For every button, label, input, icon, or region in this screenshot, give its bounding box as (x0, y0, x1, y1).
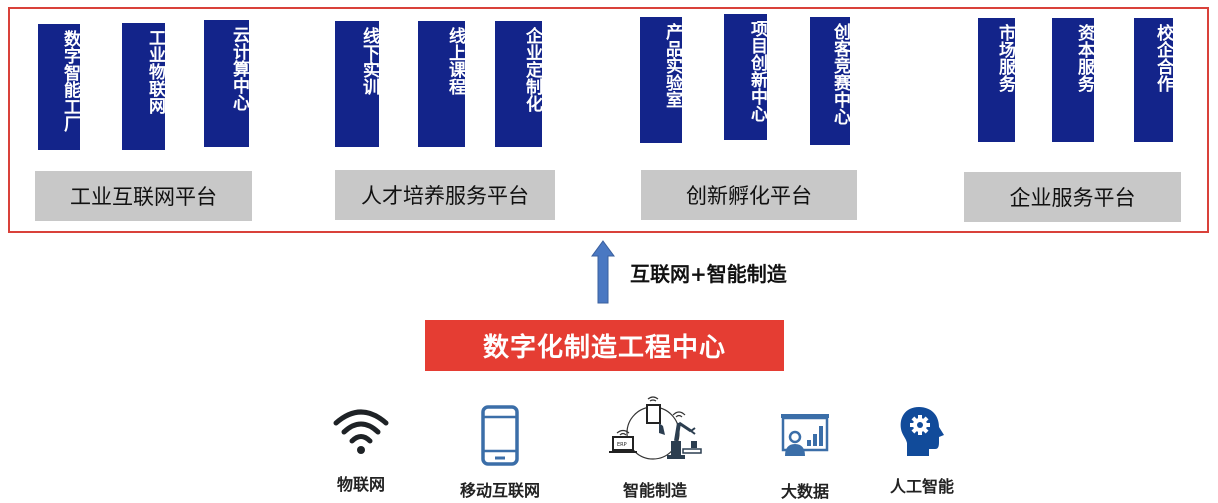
service-banner: 校企合作 (1134, 18, 1173, 142)
up-arrow-icon (591, 240, 615, 304)
tech-label: 智能制造 (622, 481, 687, 500)
platform-talent-training: 人才培养服务平台 (335, 170, 555, 220)
service-label: 线下实训 (359, 27, 379, 95)
service-label: 企业定制化 (522, 27, 542, 112)
service-banner: 工业物联网 (122, 23, 165, 150)
service-banner: 创客竞赛中心 (810, 17, 850, 145)
smart-manufacturing-icon: ERP (609, 396, 702, 460)
tech-label: 移动互联网 (459, 481, 540, 500)
service-label: 项目创新中心 (747, 20, 767, 122)
platform-industrial-internet: 工业互联网平台 (35, 171, 252, 221)
platforms-frame (8, 7, 1209, 233)
tech-smart-manufacturing: ERP 智能制造 (605, 393, 705, 501)
service-label: 云计算中心 (229, 26, 249, 111)
service-banner: 市场服务 (978, 18, 1015, 142)
tech-label: 人工智能 (889, 477, 954, 496)
service-banner: 企业定制化 (495, 21, 542, 147)
service-label: 校企合作 (1153, 24, 1173, 92)
tech-ai: 人工智能 (880, 405, 964, 497)
service-label: 市场服务 (995, 24, 1015, 92)
tech-mobile-internet: 移动互联网 (450, 405, 550, 501)
svg-text:ERP: ERP (617, 442, 627, 448)
smartphone-icon (481, 405, 519, 466)
service-label: 工业物联网 (145, 29, 165, 114)
service-banner: 云计算中心 (204, 20, 249, 147)
service-label: 数字智能工厂 (60, 30, 80, 132)
service-label: 线上课程 (445, 27, 465, 95)
service-banner: 线下实训 (335, 21, 379, 147)
platform-innovation-incubation: 创新孵化平台 (641, 170, 857, 220)
tech-iot: 物联网 (322, 405, 400, 495)
center-title-box: 数字化制造工程中心 (425, 320, 784, 371)
service-banner: 项目创新中心 (724, 14, 767, 140)
tech-big-data: 大数据 (768, 412, 842, 502)
service-banner: 产品实验室 (640, 17, 682, 143)
service-label: 创客竞赛中心 (830, 23, 850, 125)
tech-label: 大数据 (780, 482, 829, 501)
service-banner: 数字智能工厂 (38, 24, 80, 150)
wifi-icon (333, 409, 389, 454)
service-label: 产品实验室 (662, 23, 682, 108)
head-gear-icon (900, 407, 944, 456)
service-banner: 线上课程 (418, 21, 465, 147)
arrow-label: 互联网+智能制造 (630, 262, 787, 286)
presentation-chart-icon (781, 414, 829, 456)
tech-label: 物联网 (336, 475, 385, 494)
service-banner: 资本服务 (1052, 18, 1094, 142)
platform-enterprise-services: 企业服务平台 (964, 172, 1181, 222)
service-label: 资本服务 (1074, 24, 1094, 92)
